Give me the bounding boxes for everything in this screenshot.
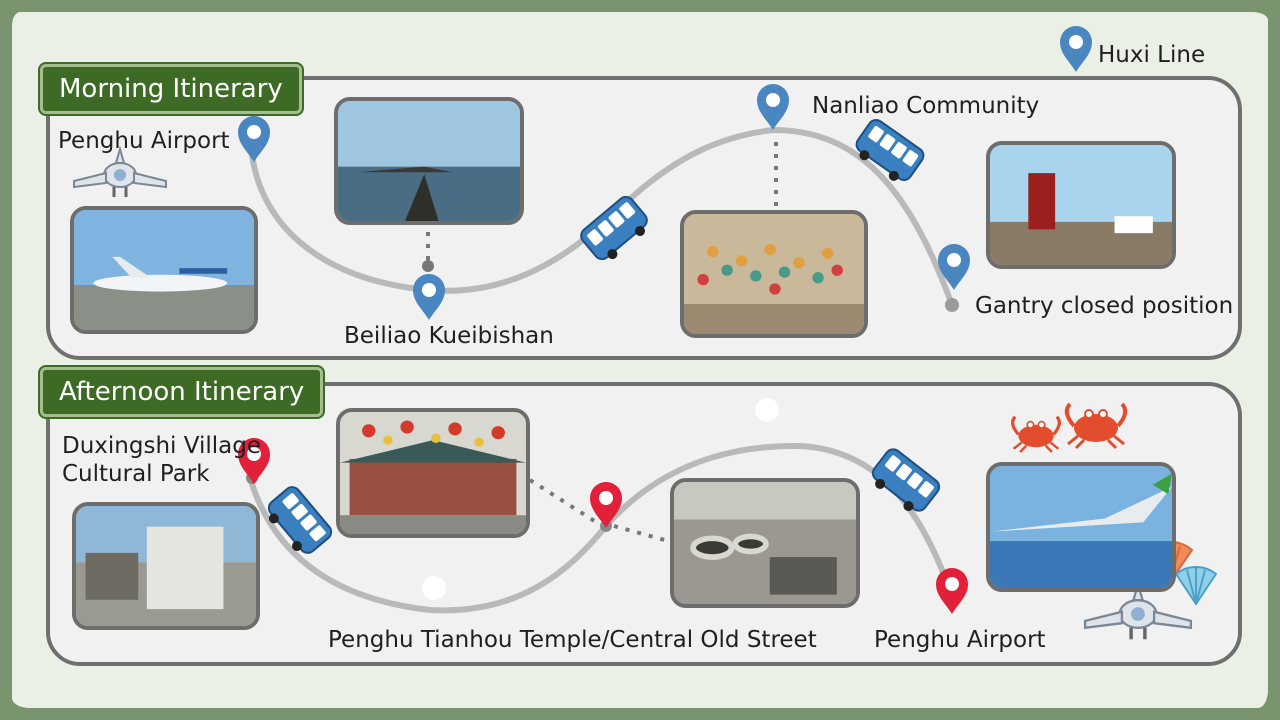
legend-label: Huxi Line	[1098, 42, 1206, 68]
location-pin-icon	[238, 116, 270, 162]
photo-beiliao-kueibishan	[334, 97, 524, 225]
stop-label-nanliao-community: Nanliao Community	[812, 93, 1040, 119]
decor-circle	[422, 576, 446, 600]
seashell-icon	[1174, 565, 1218, 606]
stop-label-beiliao-kueibishan: Beiliao Kueibishan	[344, 323, 554, 349]
photo-gantry-position	[986, 141, 1176, 269]
photo-tianhou-temple	[336, 408, 530, 538]
bus-icon	[576, 192, 655, 268]
stop-label-duxingshi-village: Duxingshi Village Cultural Park	[62, 433, 261, 487]
photo-airplane-window	[986, 462, 1176, 592]
photo-central-old-street	[670, 478, 860, 608]
crab-icon	[1011, 415, 1061, 454]
location-pin-icon	[590, 482, 622, 528]
location-pin-icon	[413, 274, 445, 320]
route-dot	[945, 298, 959, 312]
bus-icon	[865, 445, 944, 520]
stop-label-penghu-airport: Penghu Airport	[58, 128, 230, 154]
airplane-icon	[72, 147, 168, 199]
photo-duxingshi-village	[72, 502, 260, 630]
stop-label-tianhou-temple: Penghu Tianhou Temple/Central Old Street	[328, 627, 817, 653]
crab-icon	[1064, 402, 1128, 450]
location-pin-icon	[1060, 26, 1092, 72]
dotted-connector	[528, 478, 598, 524]
photo-airport-plane	[70, 206, 258, 334]
location-pin-icon	[757, 84, 789, 130]
location-pin-icon	[936, 568, 968, 614]
photo-nanliao-community	[680, 210, 868, 338]
decor-circle	[755, 398, 779, 422]
stop-label-penghu-airport-return: Penghu Airport	[874, 627, 1046, 653]
bus-icon	[260, 482, 336, 561]
stop-label-gantry-closed-position: Gantry closed position	[975, 293, 1234, 319]
route-dot	[422, 260, 434, 272]
airplane-icon	[1083, 582, 1193, 642]
morning-itinerary-tag: Morning Itinerary	[40, 64, 302, 114]
afternoon-itinerary-tag: Afternoon Itinerary	[40, 367, 324, 417]
bus-icon	[849, 115, 928, 190]
dotted-connector	[613, 524, 673, 544]
